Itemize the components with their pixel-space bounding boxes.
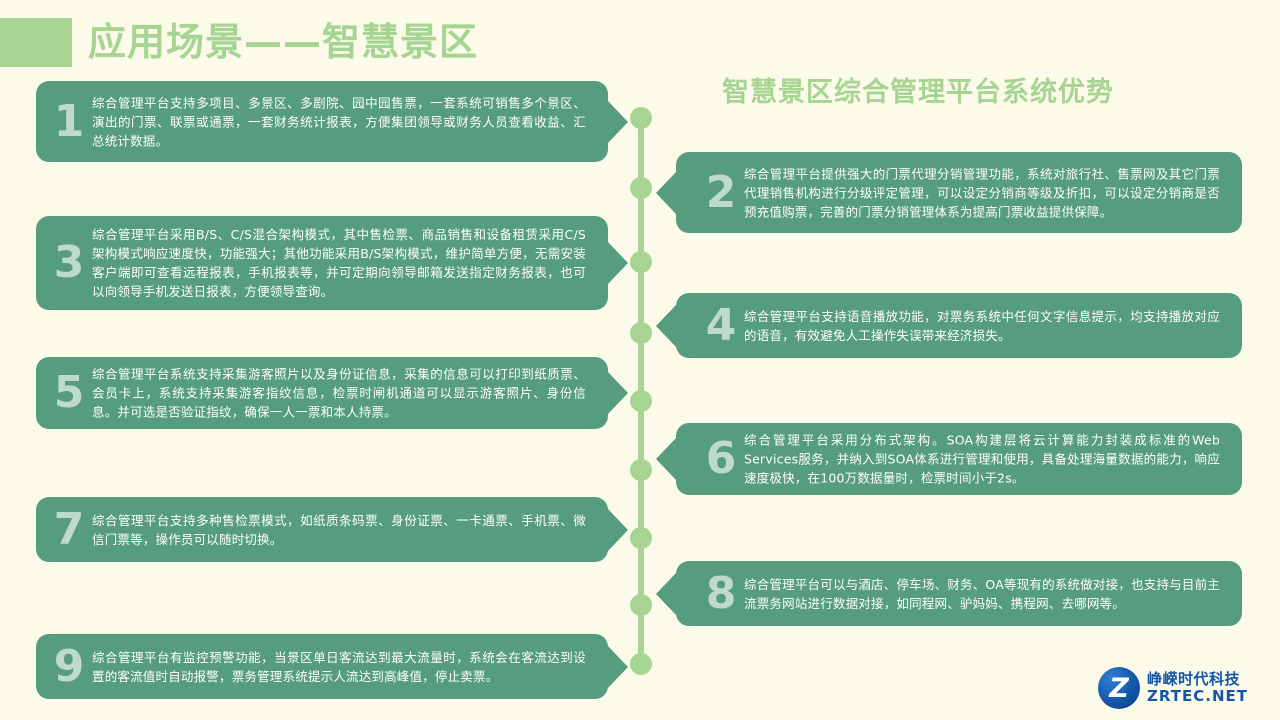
feature-card-2-pointer — [656, 170, 677, 215]
page-title: 应用场景——智慧景区 — [88, 20, 479, 64]
feature-card-4-pointer — [656, 303, 677, 348]
feature-card-2[interactable]: 2 综合管理平台提供强大的门票代理分销管理功能，系统对旅行社、售票网及其它门票代… — [656, 152, 1242, 233]
feature-card-2-text: 综合管理平台提供强大的门票代理分销管理功能，系统对旅行社、售票网及其它门票代理销… — [744, 166, 1220, 219]
feature-card-5-number: 5 — [53, 367, 85, 418]
feature-card-7-pointer — [607, 507, 628, 552]
feature-card-9-number: 9 — [53, 640, 85, 692]
feature-card-8[interactable]: 8 综合管理平台可以与酒店、停车场、财务、OA等现有的系统做对接，也支持与目前主… — [656, 561, 1242, 626]
feature-card-8-pointer — [656, 571, 677, 616]
logo-name-en: ZRTEC.NET — [1147, 687, 1248, 705]
company-logo: Z 峥嵘时代科技 ZRTEC.NET — [1098, 664, 1268, 712]
timeline-dot-7 — [630, 527, 652, 549]
feature-card-4-text: 综合管理平台支持语音播放功能，对票务系统中任何文字信息提示，均支持播放对应的语音… — [744, 308, 1220, 343]
feature-card-1-text: 综合管理平台支持多项目、多景区、多剧院、园中园售票，一套系统可销售多个景区、演出… — [92, 95, 586, 148]
feature-card-9-pointer — [607, 644, 628, 689]
title-accent-block — [0, 18, 72, 67]
feature-card-1-pointer — [607, 99, 628, 144]
timeline-dot-5 — [630, 390, 652, 412]
feature-card-2-number: 2 — [705, 166, 737, 218]
feature-card-4[interactable]: 4 综合管理平台支持语音播放功能，对票务系统中任何文字信息提示，均支持播放对应的… — [656, 293, 1242, 358]
feature-card-7-number: 7 — [53, 503, 85, 555]
feature-card-6-number: 6 — [705, 433, 737, 484]
feature-card-3-pointer — [607, 241, 628, 285]
timeline-dot-6 — [630, 459, 652, 481]
feature-card-4-number: 4 — [705, 299, 737, 351]
feature-card-1-number: 1 — [53, 95, 85, 147]
feature-card-3-text: 综合管理平台采用B/S、C/S混合架构模式，其中售检票、商品销售和设备租赁采用C… — [92, 227, 586, 299]
feature-card-9-text: 综合管理平台有监控预警功能，当景区单日客流达到最大流量时，系统会在客流达到设置的… — [92, 649, 586, 684]
timeline-dot-8 — [630, 594, 652, 616]
feature-card-3[interactable]: 3 综合管理平台采用B/S、C/S混合架构模式，其中售检票、商品销售和设备租赁采… — [36, 216, 628, 310]
timeline-dot-2 — [630, 177, 652, 199]
feature-card-7-text: 综合管理平台支持多种售检票模式，如纸质条码票、身份证票、一卡通票、手机票、微信门… — [92, 512, 586, 547]
feature-card-3-number: 3 — [53, 237, 85, 288]
timeline-dot-4 — [630, 322, 652, 344]
feature-card-5-pointer — [607, 371, 628, 415]
feature-card-7[interactable]: 7 综合管理平台支持多种售检票模式，如纸质条码票、身份证票、一卡通票、手机票、微… — [36, 497, 628, 562]
feature-card-9[interactable]: 9 综合管理平台有监控预警功能，当景区单日客流达到最大流量时，系统会在客流达到设… — [36, 634, 628, 699]
feature-card-8-text: 综合管理平台可以与酒店、停车场、财务、OA等现有的系统做对接，也支持与目前主流票… — [744, 576, 1220, 611]
feature-card-6[interactable]: 6 综合管理平台采用分布式架构。SOA构建层将云计算能力封装成标准的Web Se… — [656, 423, 1242, 495]
feature-card-6-text: 综合管理平台采用分布式架构。SOA构建层将云计算能力封装成标准的Web Serv… — [744, 432, 1220, 486]
feature-card-8-number: 8 — [705, 567, 737, 619]
timeline-spine — [638, 112, 644, 664]
logo-name-cn: 峥嵘时代科技 — [1147, 670, 1241, 688]
timeline-dot-3 — [630, 251, 652, 273]
timeline-dot-9 — [630, 653, 652, 675]
section-title: 智慧景区综合管理平台系统优势 — [722, 77, 1114, 108]
timeline-dot-1 — [630, 107, 652, 129]
feature-card-5-text: 综合管理平台系统支持采集游客照片以及身份证信息，采集的信息可以打印到纸质票、会员… — [92, 366, 586, 420]
logo-mark-icon: Z — [1098, 667, 1140, 709]
feature-card-5[interactable]: 5 综合管理平台系统支持采集游客照片以及身份证信息，采集的信息可以打印到纸质票、… — [36, 357, 628, 429]
feature-card-6-pointer — [656, 437, 677, 481]
logo-wordmark: 峥嵘时代科技 ZRTEC.NET — [1147, 671, 1248, 705]
feature-card-1[interactable]: 1 综合管理平台支持多项目、多景区、多剧院、园中园售票，一套系统可销售多个景区、… — [36, 81, 628, 162]
logo-mark-letter: Z — [1109, 672, 1129, 704]
